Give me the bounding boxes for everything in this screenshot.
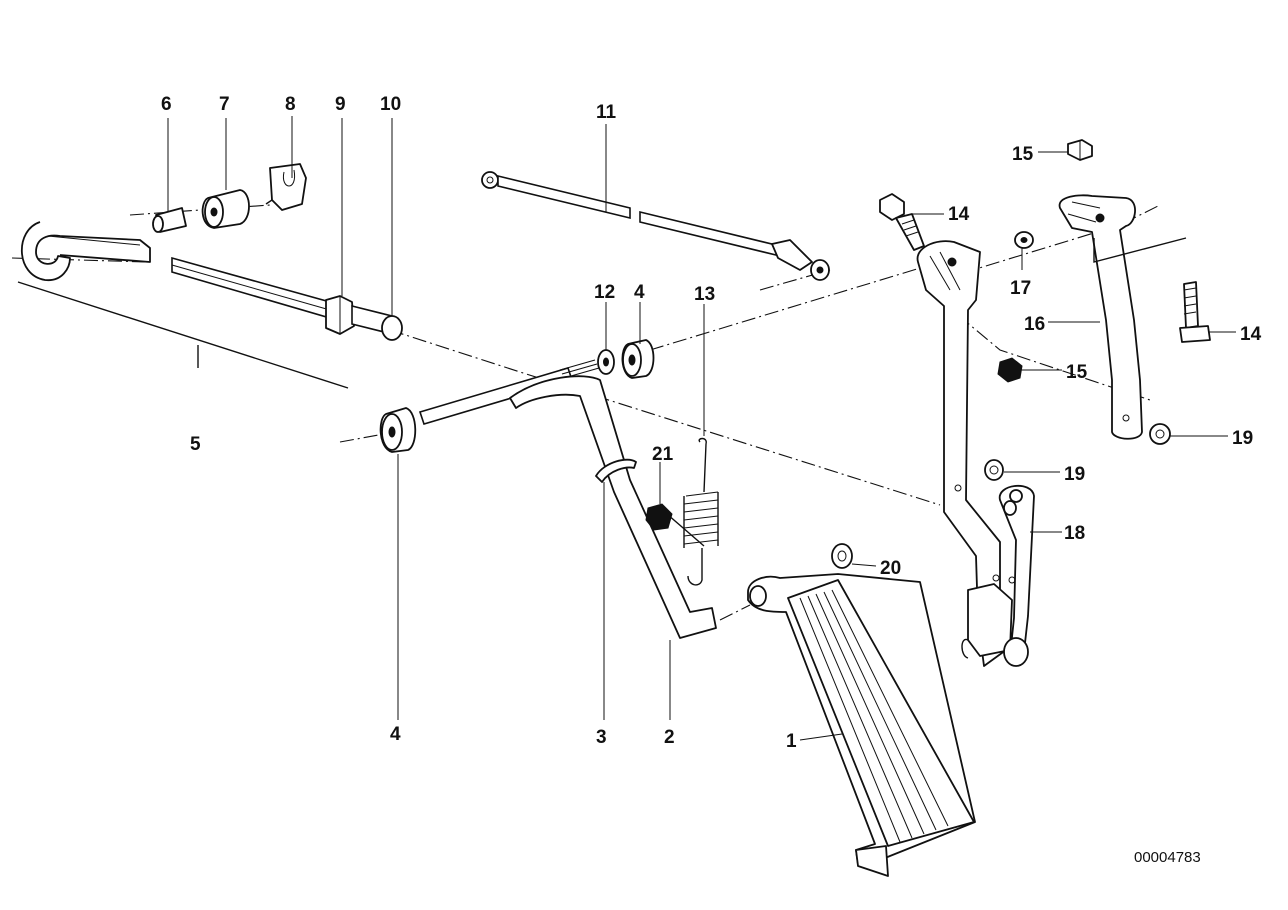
label-part-15-top: 15 [1012, 144, 1034, 165]
cable-clip[interactable] [265, 163, 307, 211]
label-part-4-left: 4 [390, 724, 401, 745]
label-part-8: 8 [285, 94, 296, 115]
adjusting-nut[interactable] [325, 295, 355, 335]
lock-washer[interactable] [1014, 231, 1034, 249]
pedal-shaft[interactable] [418, 359, 717, 639]
label-part-1: 1 [786, 731, 797, 752]
drawing-number: 00004783 [1134, 849, 1201, 866]
label-part-6: 6 [161, 94, 172, 115]
washer[interactable] [597, 349, 615, 375]
nut-top[interactable] [1067, 139, 1093, 161]
label-part-7: 7 [219, 94, 230, 115]
leader-lines [167, 116, 1236, 741]
bushing-right[interactable] [621, 339, 655, 379]
clamp-ring[interactable] [595, 458, 637, 483]
bushing-left[interactable] [379, 407, 417, 453]
stop-buffer[interactable] [645, 503, 705, 547]
accelerator-pedal[interactable] [747, 573, 976, 877]
cable-end-ball[interactable] [351, 304, 403, 341]
part-labels: 1 2 3 4 4 5 6 7 8 9 10 11 12 13 14 14 15… [161, 94, 1262, 866]
label-part-21: 21 [652, 444, 674, 465]
label-part-18: 18 [1064, 523, 1085, 544]
nut-middle[interactable] [997, 357, 1023, 383]
label-part-20: 20 [880, 558, 901, 579]
label-part-12: 12 [594, 282, 615, 303]
label-part-11: 11 [596, 102, 617, 123]
label-part-4-right: 4 [634, 282, 645, 303]
label-part-14-right: 14 [1240, 324, 1262, 345]
label-part-9: 9 [335, 94, 346, 115]
bolt-upper[interactable] [879, 193, 925, 251]
cable-sleeve[interactable] [152, 207, 187, 233]
label-part-19-middle: 19 [1064, 464, 1085, 485]
label-part-19-right: 19 [1232, 428, 1253, 449]
label-part-10: 10 [380, 94, 401, 115]
bushing-19-middle[interactable] [984, 459, 1004, 481]
washer-pedal[interactable] [831, 543, 853, 569]
intermediate-lever[interactable] [916, 240, 1035, 667]
tension-spring[interactable] [683, 437, 719, 586]
label-part-14-upper: 14 [948, 204, 970, 225]
pull-rod[interactable] [481, 171, 830, 281]
label-part-5: 5 [190, 434, 201, 455]
bolt-right[interactable] [1179, 281, 1211, 343]
label-part-15-middle: 15 [1066, 362, 1088, 383]
label-part-2: 2 [664, 727, 675, 748]
cable-grommet[interactable] [201, 189, 250, 229]
upper-lever[interactable] [1058, 194, 1187, 440]
accelerator-cable[interactable] [20, 221, 331, 320]
label-part-13: 13 [694, 284, 715, 305]
label-part-3: 3 [596, 727, 607, 748]
label-part-16: 16 [1024, 314, 1045, 335]
label-part-17: 17 [1010, 278, 1031, 299]
bushing-19-right[interactable] [1149, 423, 1171, 445]
cable-bracket-line [17, 281, 349, 389]
